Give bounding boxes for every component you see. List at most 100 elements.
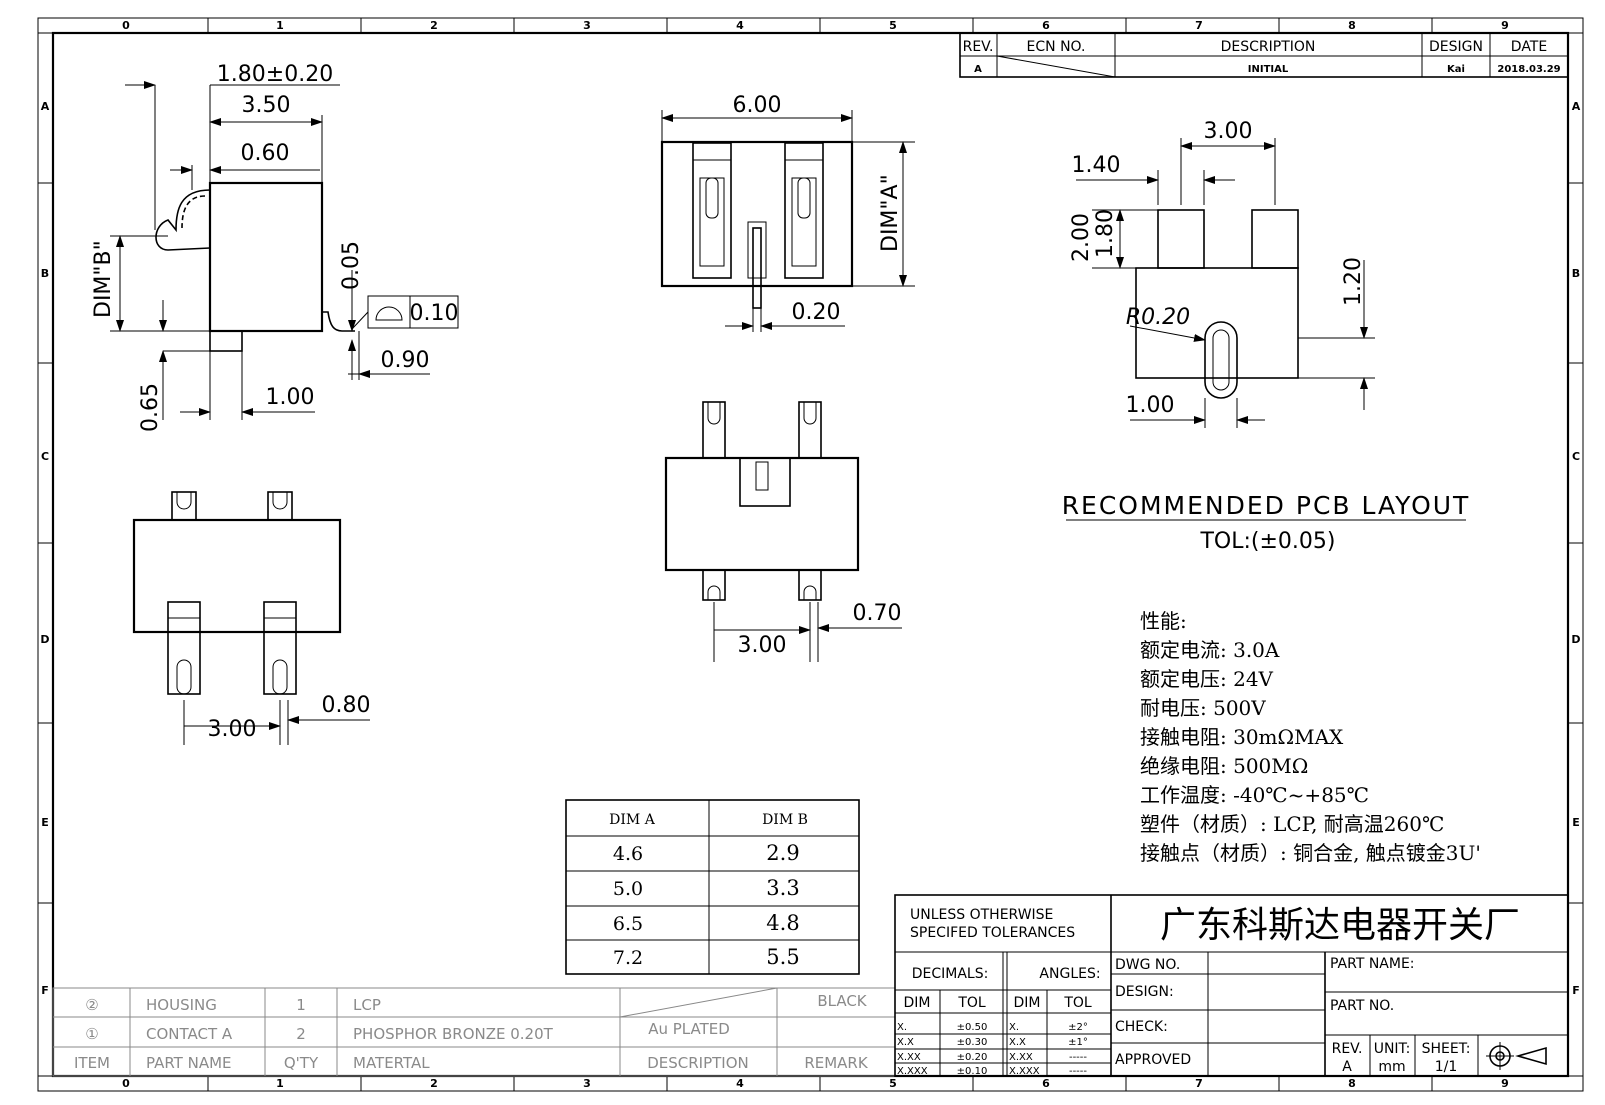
dim-0-60: 0.60 [241, 141, 290, 166]
angle-tol-col-label: TOL [1063, 995, 1092, 1011]
ecn-header: ECN NO. [1027, 39, 1086, 55]
dim-1-80-tol: 1.80±0.20 [217, 62, 333, 87]
zone-row-a-right: A [1572, 100, 1581, 113]
spec-line-7: 塑件（材质）: LCP, 耐高温260℃ [1140, 812, 1444, 836]
check-label: CHECK: [1115, 1019, 1168, 1035]
bom-header-description: DESCRIPTION [647, 1054, 749, 1072]
description-header: DESCRIPTION [1221, 39, 1316, 55]
bom-row-2-remark: BLACK [817, 992, 867, 1010]
bom-row-1-part: CONTACT A [146, 1025, 233, 1043]
zone-col-5-bottom: 5 [889, 1077, 897, 1090]
zone-col-2: 2 [430, 19, 438, 32]
spec-line-5: 绝缘电阻: 500MΩ [1140, 754, 1308, 778]
angle-dim-2: X.X [1009, 1037, 1026, 1048]
bom-row-1-material: PHOSPHOR BRONZE 0.20T [353, 1025, 554, 1043]
bom-row-2-item: ② [85, 996, 98, 1014]
angle-dim-col-label: DIM [1014, 995, 1041, 1011]
dim-b-row-1: 2.9 [766, 841, 799, 865]
decimal-dim-2: X.X [897, 1037, 914, 1048]
dim-table-header-a: DIM A [609, 812, 656, 828]
decimal-dim-3: X.XX [897, 1052, 921, 1063]
spec-line-0: 性能: [1140, 609, 1187, 633]
zone-row-f-right: F [1572, 984, 1580, 997]
rev-value: A [974, 64, 982, 75]
bom-header-qty: Q'TY [284, 1054, 319, 1072]
approved-label: APPROVED [1115, 1052, 1191, 1068]
zone-row-c-right: C [1572, 450, 1580, 463]
part-name-label: PART NAME: [1330, 956, 1415, 972]
zone-row-e-right: E [1572, 816, 1580, 829]
zone-col-8-bottom: 8 [1348, 1077, 1356, 1090]
decimal-tol-3: ±0.20 [957, 1052, 988, 1063]
pcb-layout-title: RECOMMENDED PCB LAYOUT [1062, 491, 1471, 520]
zone-col-3-bottom: 3 [583, 1077, 591, 1090]
zone-col-8: 8 [1348, 19, 1356, 32]
angles-label: ANGLES: [1039, 966, 1100, 982]
decimal-tol-1: ±0.50 [957, 1022, 988, 1033]
zone-col-7-bottom: 7 [1195, 1077, 1203, 1090]
dim-1-00-side: 1.00 [266, 385, 315, 410]
zone-row-b-right: B [1572, 267, 1580, 280]
pcb-dim-1-00: 1.00 [1126, 393, 1175, 418]
bom-row-2-material: LCP [353, 996, 381, 1014]
dim-b-row-3: 4.8 [766, 911, 799, 935]
revision-block: REV. ECN NO. DESCRIPTION DESIGN DATE A I… [959, 32, 1569, 78]
decimal-dim-4: X.XXX [897, 1066, 928, 1077]
pcb-dim-1-80: 1.80 [1093, 209, 1118, 258]
flatness-tolerance: 0.10 [410, 301, 459, 326]
design-header: DESIGN [1429, 39, 1483, 55]
bom-row-1-description: Au PLATED [648, 1020, 730, 1038]
dim-0-90: 0.90 [381, 348, 430, 373]
decimal-tol-4: ±0.10 [957, 1066, 988, 1077]
tolerance-note-line-2: SPECIFED TOLERANCES [910, 925, 1075, 941]
rev-value: A [1342, 1059, 1352, 1075]
bom-header-remark: REMARK [804, 1054, 869, 1072]
zone-col-6: 6 [1042, 19, 1050, 32]
spec-line-4: 接触电阻: 30mΩMAX [1140, 725, 1344, 749]
angle-tol-4: ----- [1069, 1066, 1087, 1077]
zone-col-4-bottom: 4 [736, 1077, 744, 1090]
dim-3-50: 3.50 [242, 93, 291, 118]
zone-col-0: 0 [122, 19, 130, 32]
zone-col-9: 9 [1501, 19, 1509, 32]
rev-label: REV. [1332, 1041, 1363, 1057]
sheet-value: 1/1 [1435, 1059, 1458, 1075]
spec-line-3: 耐电压: 500V [1140, 696, 1266, 720]
bottom-view: 3.00 0.80 [132, 491, 370, 745]
angle-tol-3: ----- [1069, 1052, 1087, 1063]
pcb-layout-tolerance: TOL:(±0.05) [1199, 529, 1335, 554]
spec-line-2: 额定电压: 24V [1140, 667, 1274, 691]
zone-col-3: 3 [583, 19, 591, 32]
unit-label: UNIT: [1374, 1041, 1411, 1057]
bom-row-2-qty: 1 [296, 996, 306, 1014]
angle-dim-1: X. [1009, 1022, 1019, 1033]
bill-of-materials: ② HOUSING 1 LCP BLACK ① CONTACT A 2 PHOS… [52, 987, 896, 1077]
dim-col-label: DIM [904, 995, 931, 1011]
bom-row-2-part: HOUSING [146, 996, 217, 1014]
dim-3-00-bottom: 3.00 [208, 717, 257, 742]
zone-row-d-right: D [1571, 633, 1580, 646]
company-name: 广东科斯达电器开关厂 [1160, 905, 1520, 946]
zone-row-e: E [41, 816, 49, 829]
dim-table-header-b: DIM B [762, 812, 808, 828]
zone-row-f: F [41, 984, 49, 997]
dim-a-row-1: 4.6 [613, 843, 643, 865]
dim-a-row-3: 6.5 [613, 913, 643, 935]
pcb-dim-3-00: 3.00 [1204, 119, 1253, 144]
zone-col-5: 5 [889, 19, 897, 32]
title-block: UNLESS OTHERWISE SPECIFED TOLERANCES 广东科… [894, 894, 1569, 1077]
dim-b-row-4: 5.5 [766, 945, 799, 969]
zone-row-b: B [41, 267, 49, 280]
angle-dim-4: X.XXX [1009, 1066, 1040, 1077]
tol-col-label: TOL [957, 995, 986, 1011]
description-value: INITIAL [1248, 64, 1289, 75]
bom-header-part: PART NAME [146, 1054, 232, 1072]
angle-dim-3: X.XX [1009, 1052, 1033, 1063]
zone-row-c: C [41, 450, 49, 463]
dim-0-05: 0.05 [339, 241, 364, 290]
bom-header-item: ITEM [74, 1054, 110, 1072]
angle-tol-1: ±2° [1068, 1022, 1088, 1033]
spec-line-8: 接触点（材质）: 铜合金, 触点镀金3U' [1140, 841, 1481, 865]
date-value: 2018.03.29 [1497, 64, 1560, 75]
